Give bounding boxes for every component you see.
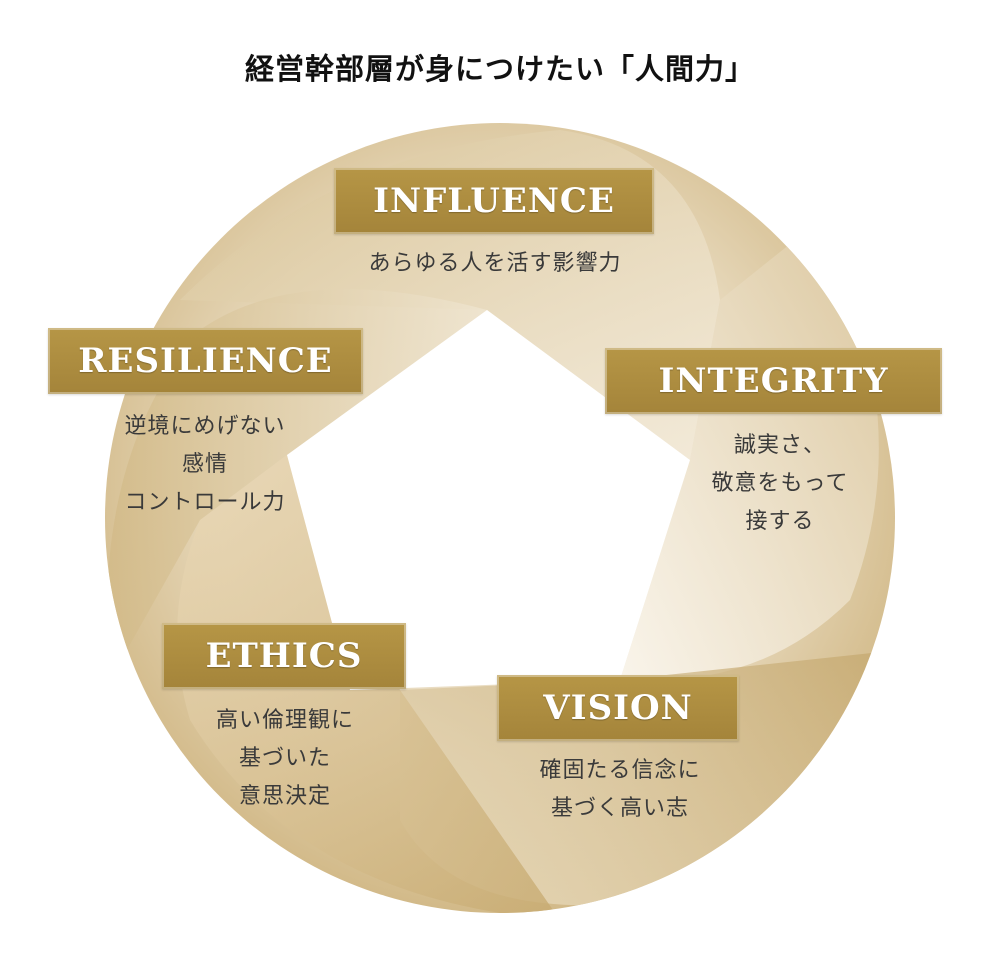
tag-vision-label: VISION xyxy=(543,688,693,728)
desc-resilience-line: コントロール力 xyxy=(124,490,286,515)
tag-resilience-label: RESILIENCE xyxy=(78,341,333,381)
desc-vision-line: 基づく高い志 xyxy=(550,796,689,821)
desc-resilience-line: 逆境にめげない xyxy=(124,414,286,439)
tag-influence-label: INFLUENCE xyxy=(373,181,615,221)
desc-integrity-line: 接する xyxy=(745,509,815,534)
desc-ethics-line: 高い倫理観に xyxy=(215,708,354,733)
desc-influence: あらゆる人を活す影響力 xyxy=(300,245,690,283)
desc-ethics-line: 意思決定 xyxy=(238,784,331,809)
tag-integrity: INTEGRITY xyxy=(605,348,942,414)
tag-vision: VISION xyxy=(497,675,739,741)
desc-ethics: 高い倫理観に 基づいた 意思決定 xyxy=(185,702,385,816)
tag-ethics-label: ETHICS xyxy=(205,636,363,676)
desc-integrity-line: 誠実さ、 xyxy=(733,433,826,458)
tag-integrity-label: INTEGRITY xyxy=(658,361,889,401)
desc-integrity-line: 敬意をもって xyxy=(711,471,849,496)
desc-integrity: 誠実さ、 敬意をもって 接する xyxy=(680,427,880,541)
desc-influence-line: あらゆる人を活す影響力 xyxy=(368,251,622,276)
tag-resilience: RESILIENCE xyxy=(48,328,363,394)
center-pentagon xyxy=(287,310,690,690)
tag-ethics: ETHICS xyxy=(162,623,406,689)
desc-vision-line: 確固たる信念に xyxy=(539,758,701,783)
desc-resilience-line: 感情 xyxy=(181,452,228,477)
desc-vision: 確固たる信念に 基づく高い志 xyxy=(505,752,735,828)
blade-right xyxy=(620,220,879,681)
desc-resilience: 逆境にめげない 感情 コントロール力 xyxy=(100,408,310,522)
tag-influence: INFLUENCE xyxy=(334,168,654,234)
page-title: 経営幹部層が身につけたい「人間力」 xyxy=(244,52,755,86)
desc-ethics-line: 基づいた xyxy=(238,746,331,771)
